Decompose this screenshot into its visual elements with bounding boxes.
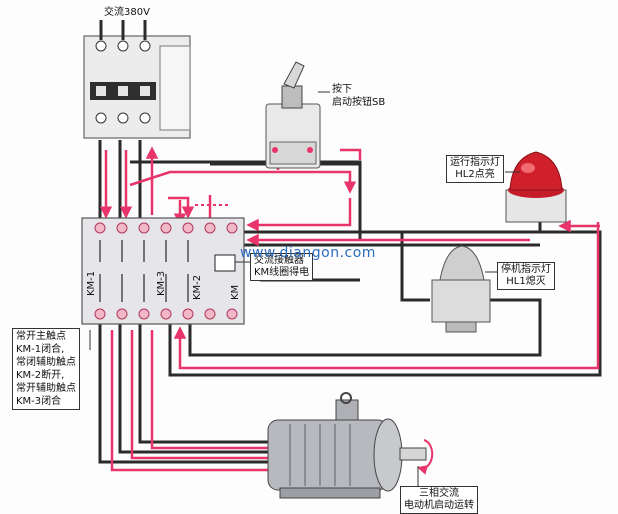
contacts-label-line5: 常开辅助触点 [16, 383, 76, 394]
press-sb-label-line1: 按下 [332, 84, 352, 95]
motor-label-line1: 三相交流 [419, 488, 459, 499]
motor-callout: 三相交流 电动机启动运转 [400, 486, 478, 514]
stop-lamp-callout: 停机指示灯 HL1熄灭 [497, 262, 555, 290]
start-button-sb [265, 61, 321, 169]
run-lamp-label-line1: 运行指示灯 [450, 157, 500, 168]
contacts-label-line6: KM-3闭合 [16, 396, 62, 407]
contacts-label-line3: 常闭辅助触点 [16, 357, 76, 368]
contactor-callout: 交流接触器 KM线圈得电 [250, 253, 314, 281]
km3-label: KM-3 [156, 270, 167, 296]
three-phase-motor [267, 392, 434, 499]
km1-label: KM-1 [86, 270, 97, 296]
press-sb-label-line2: 启动按钮SB [332, 97, 386, 108]
run-lamp-label-line2: HL2点亮 [455, 169, 495, 180]
watermark: www.diangon.com [240, 245, 376, 261]
contactor-label-line2: KM线圈得电 [254, 267, 310, 278]
stop-lamp-label-line1: 停机指示灯 [501, 264, 551, 275]
contactor-label-line1: 交流接触器 [254, 255, 304, 266]
contactor-km [81, 217, 245, 325]
run-lamp-callout: 运行指示灯 HL2点亮 [446, 155, 504, 183]
contacts-label-line1: 常开主触点 [16, 331, 66, 342]
circuit-breaker [83, 20, 191, 139]
km2-label: KM-2 [192, 274, 203, 300]
contacts-callout: 常开主触点 KM-1闭合, 常闭辅助触点 KM-2断开, 常开辅助触点 KM-3… [12, 328, 80, 410]
motor-label-line2: 电动机启动运转 [404, 500, 474, 511]
contacts-label-line2: KM-1闭合, [16, 344, 65, 355]
supply-label: 交流380V [104, 7, 150, 18]
stop-lamp-hl1 [431, 245, 491, 333]
contacts-label-line4: KM-2断开, [16, 370, 65, 381]
km-label: KM [230, 284, 241, 300]
run-lamp-hl2 [505, 151, 567, 223]
leader-lines [89, 91, 520, 486]
stop-lamp-label-line2: HL1熄灭 [506, 276, 546, 287]
